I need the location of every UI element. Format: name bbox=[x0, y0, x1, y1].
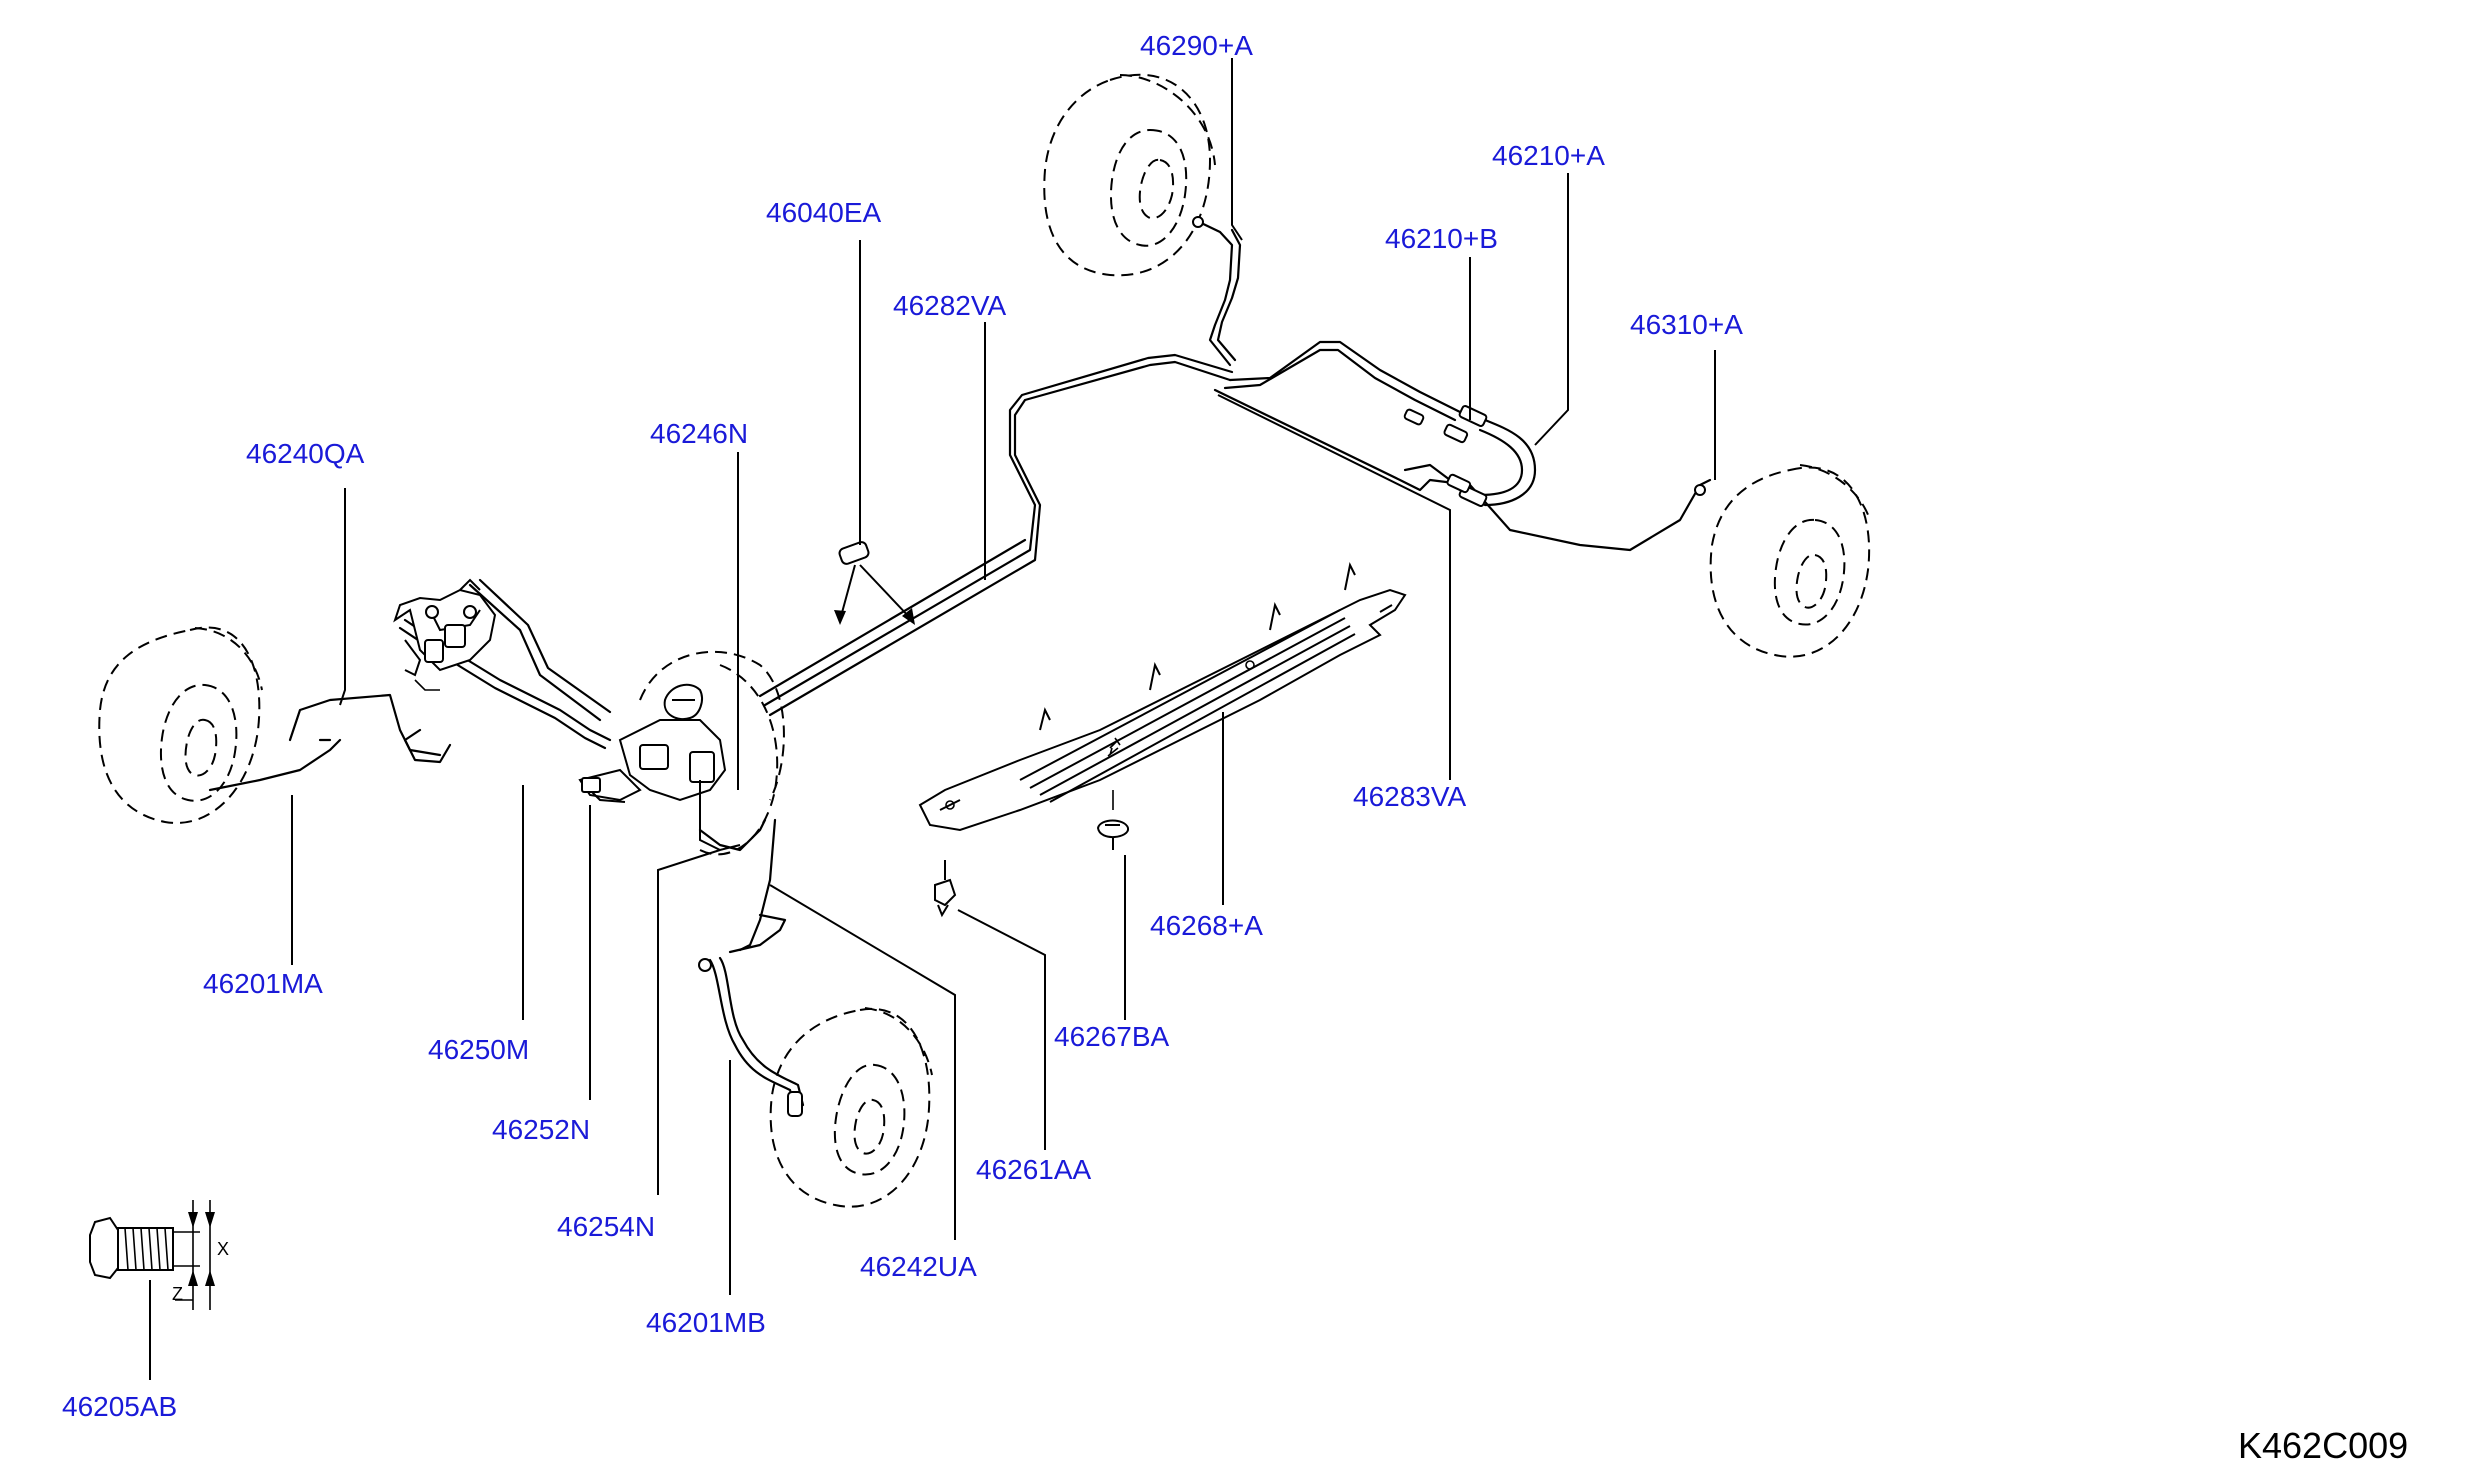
clip-46267ba bbox=[1096, 747, 1129, 850]
master-cylinder-assembly bbox=[578, 650, 785, 852]
front-left-wheel bbox=[98, 626, 263, 825]
label-46240qa: 46240QA bbox=[246, 438, 365, 469]
label-46282va: 46282VA bbox=[893, 290, 1006, 321]
flare-nut-inset-46205ab bbox=[89, 1200, 215, 1310]
label-46201mb: 46201MB bbox=[646, 1307, 766, 1338]
front-right-hose bbox=[698, 956, 805, 1117]
label-46246n: 46246N bbox=[650, 418, 748, 449]
diagram-code: K462C009 bbox=[2238, 1425, 2408, 1466]
label-46242ua: 46242UA bbox=[860, 1251, 977, 1282]
label-46040ea: 46040EA bbox=[766, 197, 882, 228]
label-46201ma: 46201MA bbox=[203, 968, 323, 999]
label-46250m: 46250M bbox=[428, 1034, 529, 1065]
dimension-x-label: X bbox=[217, 1239, 229, 1259]
clip-46261aa bbox=[934, 860, 957, 918]
rear-left-wheel bbox=[1043, 73, 1216, 277]
label-46205ab: 46205AB bbox=[62, 1391, 177, 1422]
label-46283va: 46283VA bbox=[1353, 781, 1466, 812]
pipe-cover-46268a bbox=[918, 561, 1407, 832]
label-46261aa: 46261AA bbox=[976, 1154, 1092, 1185]
label-46267ba: 46267BA bbox=[1054, 1021, 1170, 1052]
part-labels: 46290+A 46210+A 46210+B 46040EA 46282VA … bbox=[62, 30, 1743, 1422]
label-46310a: 46310+A bbox=[1630, 309, 1743, 340]
label-46254n: 46254N bbox=[557, 1211, 655, 1242]
front-right-disc-outline bbox=[699, 664, 779, 856]
abs-actuator-assembly bbox=[393, 578, 497, 691]
main-brake-pipes bbox=[208, 218, 1712, 954]
label-46268a: 46268+A bbox=[1150, 910, 1263, 941]
label-46252n: 46252N bbox=[492, 1114, 590, 1145]
label-46290a: 46290+A bbox=[1140, 30, 1253, 61]
pipe-clip-46040ea bbox=[834, 541, 915, 625]
rear-hoses bbox=[1192, 216, 1706, 507]
rear-right-wheel bbox=[1709, 464, 1871, 658]
leader-lines bbox=[149, 58, 1716, 1380]
label-46210a: 46210+A bbox=[1492, 140, 1605, 171]
label-46210b: 46210+B bbox=[1385, 223, 1498, 254]
dimension-z-label: Z bbox=[172, 1284, 183, 1304]
front-right-wheel bbox=[769, 1007, 933, 1208]
